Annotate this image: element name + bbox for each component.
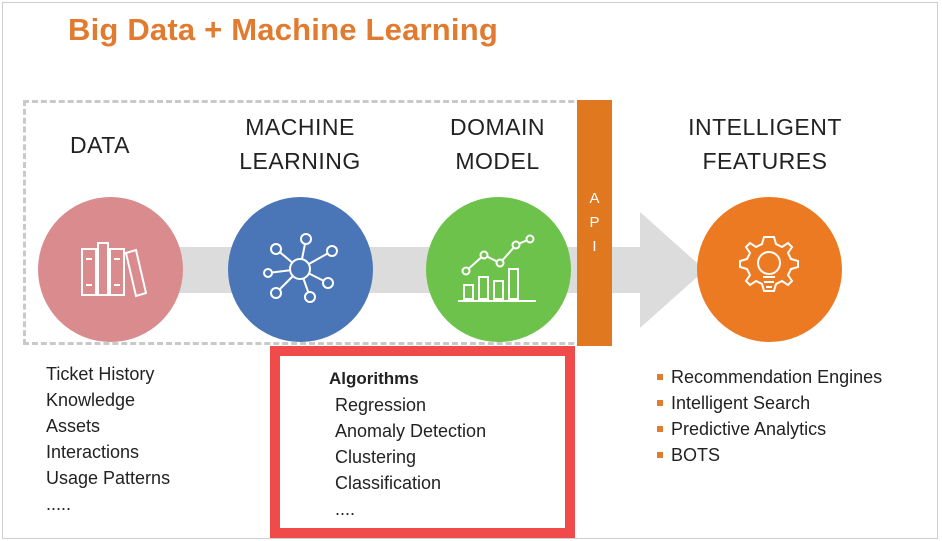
list-item: Interactions bbox=[46, 442, 140, 462]
ml-circle bbox=[228, 197, 373, 342]
list-item: Anomaly Detection bbox=[335, 421, 487, 441]
stage-label-domain-line1: DOMAIN bbox=[450, 114, 545, 140]
stage-label-data-line1: DATA bbox=[70, 132, 130, 158]
list-item: Usage Patterns bbox=[46, 468, 171, 488]
gear-bulb-icon bbox=[739, 236, 799, 292]
algorithms-heading: Algorithms bbox=[329, 369, 419, 388]
stage-label-domain: DOMAIN MODEL bbox=[410, 110, 585, 178]
algorithms-list: Algorithms Regression Anomaly Detection … bbox=[329, 366, 486, 522]
diagram-title: Big Data + Machine Learning bbox=[68, 12, 499, 47]
stage-label-ml-line2: LEARNING bbox=[239, 148, 361, 174]
list-item: Clustering bbox=[335, 447, 417, 467]
list-item: ..... bbox=[46, 494, 72, 514]
list-item: Intelligent Search bbox=[657, 390, 882, 416]
api-letter-a: A bbox=[589, 190, 600, 207]
list-item: Assets bbox=[46, 416, 101, 436]
data-circle bbox=[38, 197, 183, 342]
stage-label-ml: MACHINE LEARNING bbox=[210, 110, 390, 178]
list-item: Knowledge bbox=[46, 390, 136, 410]
list-item: Ticket History bbox=[46, 364, 155, 384]
stage-label-ml-line1: MACHINE bbox=[245, 114, 355, 140]
list-item: Classification bbox=[335, 473, 442, 493]
features-list: Recommendation Engines Intelligent Searc… bbox=[657, 364, 882, 468]
data-sources-list: Ticket History Knowledge Assets Interact… bbox=[46, 361, 170, 517]
network-nodes-icon bbox=[263, 233, 338, 303]
list-item: Predictive Analytics bbox=[657, 416, 882, 442]
stage-label-domain-line2: MODEL bbox=[455, 148, 540, 174]
api-letter-p: P bbox=[589, 214, 600, 231]
stage-label-data: DATA bbox=[40, 128, 160, 162]
api-bar: A P I bbox=[577, 100, 612, 346]
features-circle bbox=[697, 197, 842, 342]
domain-circle bbox=[426, 197, 571, 342]
list-item: .... bbox=[335, 499, 356, 519]
algorithms-highlight-box bbox=[270, 346, 575, 538]
stage-label-features: INTELLIGENT FEATURES bbox=[665, 110, 865, 178]
list-item: Regression bbox=[335, 395, 427, 415]
books-icon bbox=[81, 242, 148, 298]
growth-chart-icon bbox=[458, 234, 536, 302]
list-item: Recommendation Engines bbox=[657, 364, 882, 390]
stage-label-features-line1: INTELLIGENT bbox=[688, 114, 842, 140]
list-item: BOTS bbox=[657, 442, 882, 468]
api-letter-i: I bbox=[592, 238, 597, 255]
stage-label-features-line2: FEATURES bbox=[702, 148, 828, 174]
